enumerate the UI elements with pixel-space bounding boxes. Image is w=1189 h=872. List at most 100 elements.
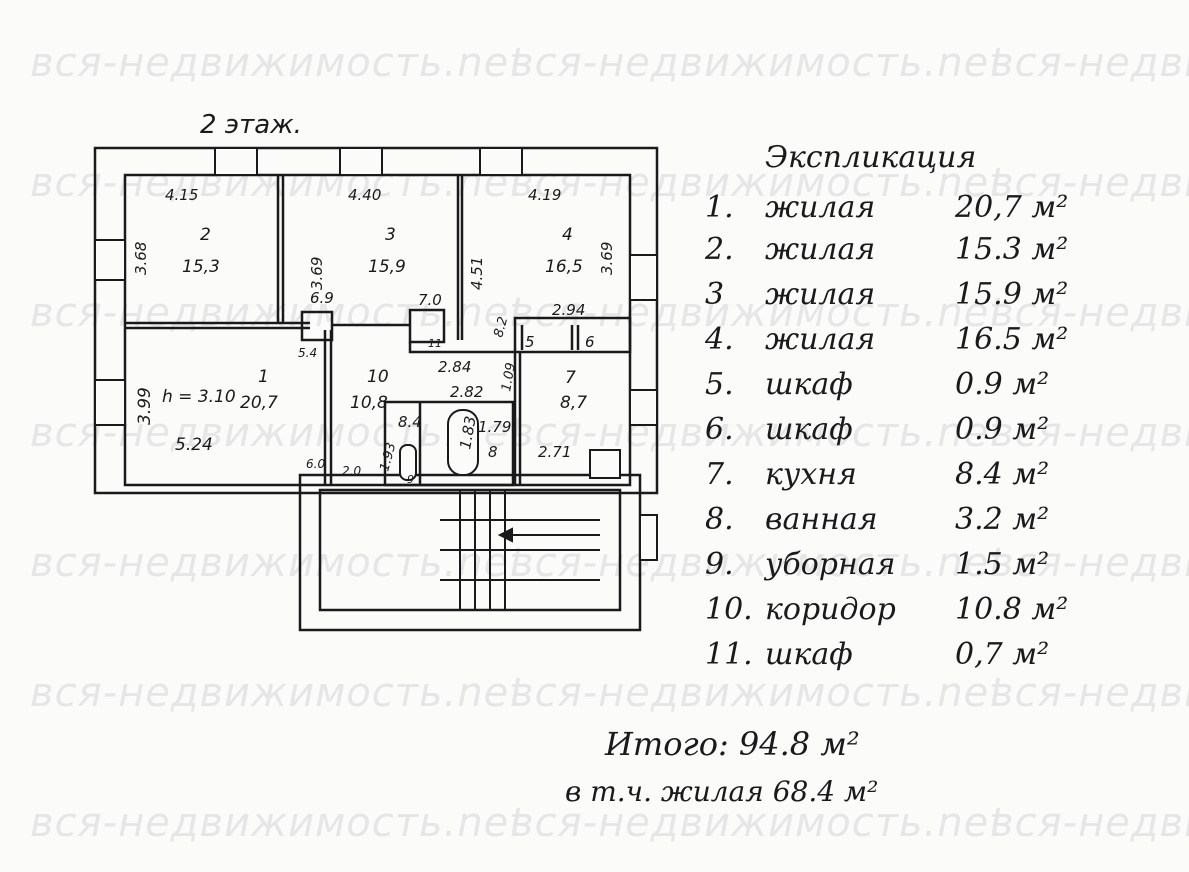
item-area: 16.5 м²	[955, 322, 1069, 357]
watermark: вся-недвижимость.net	[990, 800, 1189, 846]
item-name: шкаф	[765, 637, 853, 672]
room-number: 11	[428, 337, 442, 350]
item-name: коридор	[765, 592, 896, 627]
dimension: 1.79	[478, 418, 511, 436]
dimension: 4.15	[165, 186, 198, 204]
item-area: 8.4 м²	[955, 457, 1050, 492]
item-area: 10.8 м²	[955, 592, 1069, 627]
item-number: 3	[705, 277, 725, 312]
dimension: 5.24	[175, 435, 213, 455]
dimension: 2.71	[538, 443, 571, 461]
room-number: 5	[525, 333, 535, 351]
watermark: вся-недвижимость.net	[990, 160, 1189, 206]
dimension: 2.82	[450, 383, 483, 401]
dimension: 4.19	[528, 186, 561, 204]
watermark: вся-недвижимость.net	[510, 670, 1006, 716]
watermark: вся-недвижимость.net	[510, 290, 1006, 336]
item-number: 7.	[705, 457, 734, 492]
dimension: 8.2	[491, 315, 511, 339]
room-number: 2	[200, 225, 211, 245]
dimension: 3.99	[135, 387, 155, 425]
item-number: 11.	[705, 637, 753, 672]
watermark: вся-недвижимость.net	[990, 410, 1189, 456]
dimension: 2.84	[438, 358, 471, 376]
dimension: 1.93	[377, 441, 399, 473]
item-area: 3.2 м²	[955, 502, 1050, 537]
ceiling-height: h = 3.10	[162, 387, 236, 407]
dimension: 2.94	[552, 301, 585, 319]
room-number: 7	[565, 368, 576, 388]
dimension: 3.69	[308, 257, 326, 290]
dimension: 7.0	[418, 291, 442, 309]
item-name: жилая	[765, 190, 876, 225]
dimension: 2.0	[342, 464, 361, 478]
dimension: 1.83	[456, 415, 480, 451]
watermark: вся-недвижимость.net	[30, 540, 526, 586]
dimension: 4.51	[468, 257, 486, 290]
room-area: 15,3	[182, 257, 220, 277]
watermark: вся-недвижимость.net	[990, 290, 1189, 336]
item-name: жилая	[765, 277, 876, 312]
explication-item: 8. ванная 3.2 м²	[705, 502, 1049, 537]
watermark: вся-недвижимость.net	[990, 670, 1189, 716]
dimension: 1.09	[499, 362, 519, 393]
watermark: вся-недвижимость.net	[510, 540, 1006, 586]
floor-title: 2 этаж.	[200, 110, 302, 140]
watermark: вся-недвижимость.net	[990, 540, 1189, 586]
room-number: 8	[488, 443, 498, 461]
item-area: 15.9 м²	[955, 277, 1069, 312]
room-area: 8,7	[560, 393, 587, 413]
room-number: 10	[367, 367, 389, 387]
watermark: вся-недвижимость.net	[30, 800, 526, 846]
watermark: вся-недвижимость.net	[30, 670, 526, 716]
item-area: 0,7 м²	[955, 637, 1050, 672]
item-number: 4.	[705, 322, 734, 357]
watermark: вся-недвижимость.net	[510, 800, 1006, 846]
watermark: вся-недвижимость.net	[30, 40, 526, 86]
dimension: 6.0	[306, 457, 325, 471]
room-area: 20,7	[240, 393, 278, 413]
stairs	[440, 490, 600, 610]
item-number: 10.	[705, 592, 753, 627]
room-number: 3	[385, 225, 396, 245]
room-number: 1	[258, 367, 269, 387]
watermark: вся-недвижимость.net	[990, 40, 1189, 86]
room-number: 6	[585, 333, 595, 351]
item-area: 15.3 м²	[955, 232, 1069, 267]
dimension: 6.9	[310, 289, 334, 307]
item-name: ванная	[765, 502, 878, 537]
dimension: 3.69	[598, 242, 616, 275]
item-number: 1.	[705, 190, 734, 225]
total-area: Итого: 94.8 м²	[605, 725, 860, 763]
dimension: 4.40	[348, 186, 381, 204]
explication-item: 5. шкаф 0.9 м²	[705, 367, 1049, 402]
room-area: 16,5	[545, 257, 583, 277]
watermark: вся-недвижимость.net	[510, 40, 1006, 86]
item-area: 0.9 м²	[955, 412, 1050, 447]
watermark: вся-недвижимость.net	[510, 410, 1006, 456]
room-number: 9	[407, 473, 414, 486]
item-name: жилая	[765, 232, 876, 267]
item-name: шкаф	[765, 412, 853, 447]
room-area: 15,9	[368, 257, 406, 277]
item-area: 1.5 м²	[955, 547, 1050, 582]
explication-title: Экспликация	[765, 140, 977, 175]
explication-item: 3 жилая 15.9 м²	[705, 277, 1068, 312]
room-area: 10,8	[350, 393, 388, 413]
explication-item: 11. шкаф 0,7 м²	[705, 637, 1049, 672]
item-number: 5.	[705, 367, 734, 402]
plan-labels: 2 этаж. 2 15,3 3 15,9 4 16,5 1 20,7 10 1…	[132, 110, 616, 486]
item-number: 9.	[705, 547, 734, 582]
item-number: 2.	[705, 232, 734, 267]
item-name: шкаф	[765, 367, 853, 402]
item-area: 0.9 м²	[955, 367, 1050, 402]
dimension: 3.68	[132, 242, 150, 275]
explication-item: 2. жилая 15.3 м²	[705, 232, 1068, 267]
room-number: 4	[562, 225, 573, 245]
item-number: 8.	[705, 502, 734, 537]
item-name: жилая	[765, 322, 876, 357]
explication-item: 4. жилая 16.5 м²	[705, 322, 1068, 357]
